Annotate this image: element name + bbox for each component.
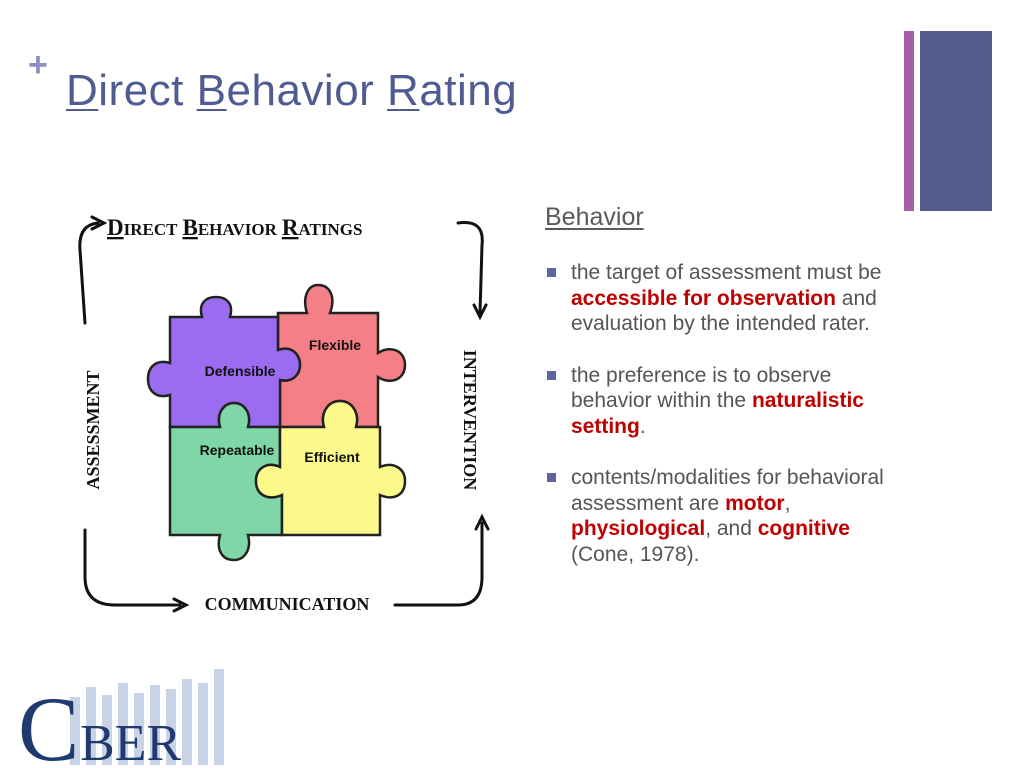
bullet-text: , (784, 491, 791, 515)
highlight-text: naturalistic setting (571, 389, 864, 438)
piece-label-flexible: Flexible (309, 337, 361, 353)
bullet-square-icon (547, 268, 556, 277)
figure-heading-initial-b: B (182, 215, 197, 240)
arrow-top-left (78, 221, 100, 325)
puzzle-piece-efficient (254, 399, 407, 537)
bullet-square-icon (547, 370, 556, 380)
figure-heading-rest-irect: IRECT (124, 220, 179, 239)
bullet-text: (Cone, 1978). (571, 542, 700, 566)
logo-bars (70, 669, 224, 765)
content-panel: Behavior the target of assessment must b… (545, 203, 895, 593)
bullet-list: the target of assessment must be accessi… (545, 260, 895, 567)
logo-big-letter: C (18, 678, 79, 765)
title-rest-ating: ating (419, 66, 518, 115)
arrow-bottom-left (83, 528, 182, 607)
bullet-item: contents/modalities for behavioral asses… (545, 465, 895, 567)
bullet-text: the preference is to observe behavior wi… (571, 363, 832, 413)
arrow-bottom-right (393, 521, 484, 607)
highlight-text: cognitive (757, 517, 850, 540)
decorative-blue-bar (920, 31, 992, 211)
arrowhead-bottom-left (172, 597, 190, 613)
bullet-text: , and (705, 517, 758, 540)
figure-heading-rest-ehavior: EHAVIOR (198, 220, 278, 239)
page-title: Direct Behavior Rating (66, 66, 517, 116)
cber-logo: C BER (18, 669, 224, 765)
bullet-text: the target of assessment must be (571, 261, 882, 284)
arrowhead-top-right (472, 303, 488, 321)
label-intervention: INTERVENTION (460, 350, 480, 490)
bullet-text: contents/modalities for behavioral asses… (571, 466, 884, 515)
bullet-text: . (639, 414, 646, 438)
highlight-text: motor (725, 491, 785, 515)
title-initial-b: B (196, 66, 227, 115)
piece-label-defensible: Defensible (205, 363, 276, 379)
figure-heading-initial-d: D (107, 215, 124, 240)
logo-text: BER (80, 715, 181, 765)
bullet-square-icon (547, 473, 556, 482)
bullet-item: the target of assessment must be accessi… (545, 260, 895, 337)
bullet-text: and evaluation by the intended rater. (571, 286, 877, 336)
cycle-arrows (78, 215, 490, 613)
title-initial-d: D (66, 66, 99, 115)
title-rest-ehavior: ehavior (226, 66, 388, 115)
arrowhead-top-left (90, 215, 108, 231)
plus-icon: + (28, 46, 48, 84)
label-communication: COMMUNICATION (205, 594, 370, 614)
figure-heading-initial-r: R (282, 215, 299, 240)
piece-label-efficient: Efficient (304, 449, 360, 465)
highlight-text: accessible for observation (571, 286, 836, 310)
piece-label-repeatable: Repeatable (200, 442, 275, 458)
label-assessment: ASSESSMENT (83, 370, 103, 489)
section-title: Behavior (545, 203, 644, 231)
figure-heading-rest-atings: ATINGS (299, 220, 363, 239)
title-initial-r: R (387, 66, 420, 115)
arrow-top-right (456, 220, 484, 315)
bullet-item: the preference is to observe behavior wi… (545, 363, 895, 440)
decorative-purple-bar (904, 31, 914, 211)
highlight-text: physiological (571, 517, 706, 540)
title-rest-irect: irect (98, 66, 197, 115)
arrowhead-bottom-right (474, 513, 490, 531)
